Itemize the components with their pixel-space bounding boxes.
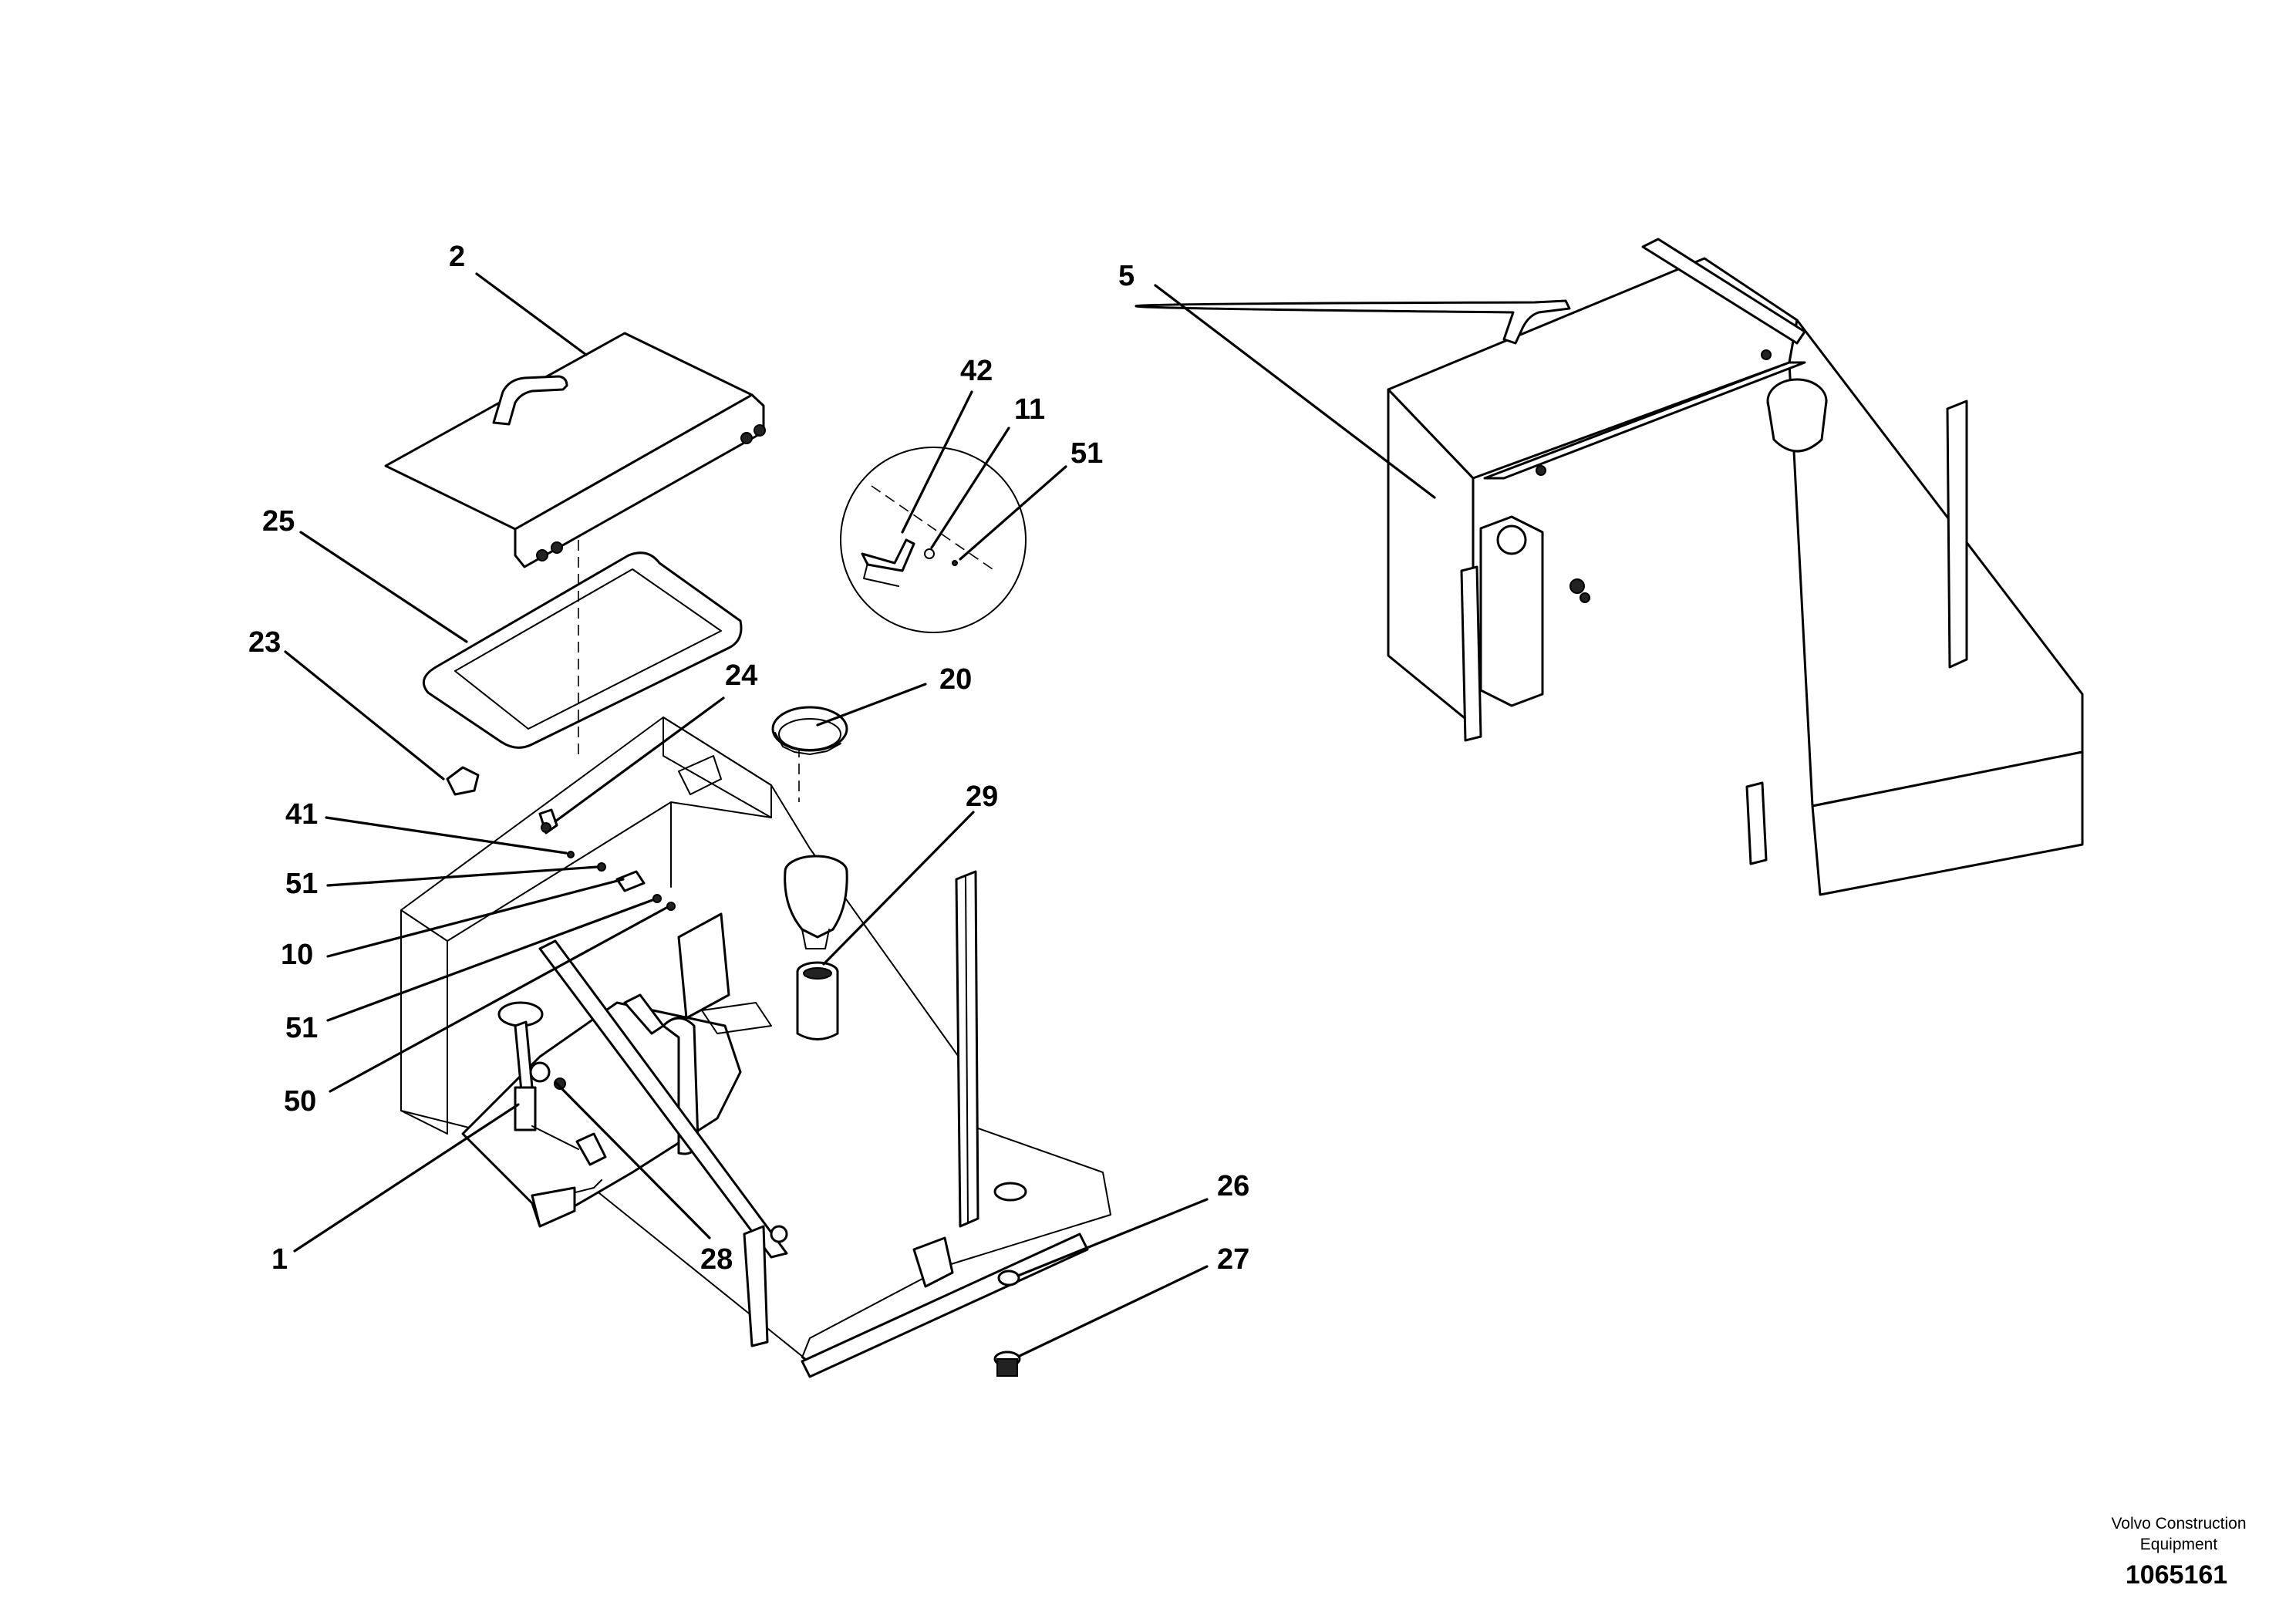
leader-11: [930, 427, 1010, 549]
level-sender-unit: [497, 1001, 607, 1166]
callout-29: 29: [966, 781, 998, 813]
footer-company-line2: Equipment: [2140, 1536, 2218, 1553]
sealing-ring: [997, 1270, 1020, 1286]
callout-20: 20: [939, 663, 972, 696]
nut-51b: [652, 894, 662, 903]
leader-42: [901, 390, 973, 534]
washer-50: [666, 902, 676, 911]
gasket-frame: [422, 551, 743, 749]
drain-plug: [993, 1351, 1021, 1377]
filler-neck: [784, 855, 848, 949]
lid-panel: [384, 332, 766, 568]
leader-29: [822, 811, 975, 966]
callout-24: 24: [725, 659, 757, 692]
leader-51c: [959, 465, 1067, 561]
leader-51b: [326, 899, 654, 1022]
mounting-bracket-bottom: [801, 1182, 1089, 1378]
leader-24: [554, 696, 725, 823]
leader-2: [475, 272, 588, 356]
leader-5: [1154, 284, 1436, 499]
callout-41: 41: [285, 798, 318, 831]
callout-51b: 51: [285, 1012, 318, 1044]
assembled-tank: [1387, 238, 2084, 896]
callout-1: 1: [271, 1243, 288, 1276]
detail-view-circle: [840, 447, 1027, 633]
callout-11: 11: [1014, 393, 1045, 426]
support-rod: [538, 939, 788, 1347]
leader-23: [284, 650, 445, 781]
assembled-filler-neck: [1766, 378, 1828, 453]
leader-50: [329, 906, 668, 1093]
retaining-clip: [615, 870, 646, 892]
leader-51a: [326, 865, 599, 887]
callout-42: 42: [960, 355, 993, 387]
leader-10: [326, 878, 625, 958]
assembled-tank-handle: [1135, 299, 1571, 345]
callout-26: 26: [1217, 1170, 1249, 1202]
callout-23: 23: [248, 626, 281, 659]
filler-cap: [771, 706, 848, 755]
assembled-rear-bracket: [1745, 781, 1768, 865]
drain-fitting: [529, 1061, 566, 1090]
assembled-filter-housing: [1460, 515, 1590, 742]
callout-51c: 51: [1070, 437, 1103, 470]
callout-5: 5: [1118, 260, 1135, 292]
callout-50: 50: [284, 1085, 316, 1118]
callout-27: 27: [1217, 1243, 1249, 1276]
callout-10: 10: [281, 939, 313, 971]
leader-26: [1017, 1198, 1209, 1277]
leader-41: [325, 816, 568, 855]
leader-25: [299, 531, 468, 643]
tank-internal-pipes: [623, 912, 772, 1155]
cover-latch: [538, 808, 558, 835]
footer-company-line1: Volvo Construction: [2111, 1515, 2246, 1533]
filter-plug: [446, 766, 480, 796]
strainer-filter: [796, 961, 839, 1040]
lid-handle: [492, 375, 568, 426]
callout-2: 2: [449, 241, 465, 273]
leader-27: [1018, 1265, 1209, 1357]
callout-28: 28: [700, 1243, 733, 1276]
leader-1: [293, 1103, 520, 1253]
footer-drawing-number: 1065161: [2126, 1560, 2227, 1590]
callout-51a: 51: [285, 868, 318, 900]
rivet-41: [567, 851, 575, 858]
assembled-support-post: [1946, 400, 1968, 669]
support-post: [955, 870, 979, 1228]
callout-25: 25: [262, 505, 295, 538]
leader-28: [554, 1081, 711, 1239]
leader-20: [816, 683, 927, 727]
